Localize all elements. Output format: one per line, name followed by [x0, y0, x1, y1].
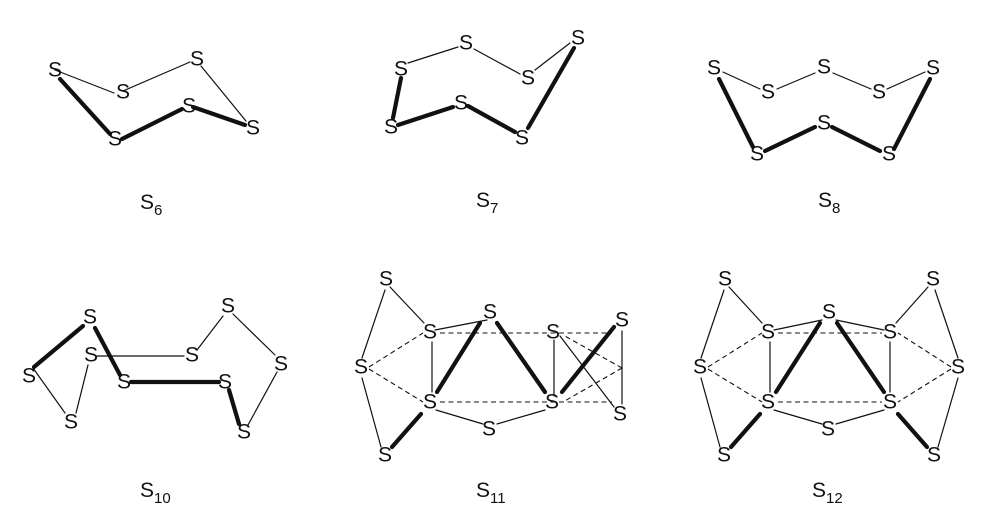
- sulfur-atom: S: [951, 356, 965, 379]
- sulfur-atom: S: [750, 143, 764, 166]
- molecule-s12: S S S S S S S S S S S S S12: [693, 268, 965, 507]
- label-subscript: 10: [154, 490, 171, 507]
- sulfur-atom: S: [48, 59, 62, 82]
- sulfur-atom: S: [84, 344, 98, 367]
- sulfur-atom: S: [459, 32, 473, 55]
- label-subscript: 11: [490, 490, 506, 507]
- sulfur-atom: S: [761, 321, 775, 344]
- sulfur-atom: S: [190, 48, 204, 71]
- sulfur-atom: S: [707, 57, 721, 80]
- sulfur-atom: S: [117, 371, 131, 394]
- sulfur-atom: S: [926, 57, 940, 80]
- bonds: [390, 42, 577, 135]
- label-subscript: 8: [832, 200, 840, 217]
- label-subscript: 12: [826, 490, 843, 507]
- sulfur-atom: S: [822, 301, 836, 324]
- bonds: [54, 61, 248, 142]
- sulfur-atom: S: [927, 444, 941, 467]
- bonds: [716, 71, 933, 154]
- molecule-label: S11: [476, 479, 506, 507]
- molecule-s6: S S S S S S S6: [48, 48, 260, 219]
- sulfur-atom: S: [108, 128, 122, 151]
- sulfur-atom: S: [454, 92, 468, 115]
- molecule-s11: S S S S S S S S S S S S11: [354, 268, 629, 507]
- atoms: S S S S S S S S: [707, 56, 940, 166]
- label-base: S: [140, 191, 154, 214]
- sulfur-atom: S: [423, 321, 437, 344]
- label-base: S: [818, 189, 832, 212]
- sulfur-atom: S: [926, 268, 940, 291]
- atoms: S S S S S S S S S S S S: [693, 268, 965, 467]
- bonds: [31, 313, 278, 427]
- sulfur-atom: S: [571, 27, 585, 50]
- sulfur-atom: S: [182, 95, 196, 118]
- sulfur-atom: S: [116, 81, 130, 104]
- sulfur-atom: S: [883, 321, 897, 344]
- sulfur-atom: S: [515, 127, 529, 150]
- sulfur-atom: S: [717, 444, 731, 467]
- sulfur-atom: S: [615, 309, 629, 332]
- molecule-label: S10: [140, 479, 171, 507]
- sulfur-atom: S: [274, 353, 288, 376]
- sulfur-atom: S: [817, 112, 831, 135]
- sulfur-atom: S: [83, 306, 97, 329]
- sulfur-atom: S: [378, 444, 392, 467]
- sulfur-atom: S: [546, 321, 560, 344]
- bonds: [361, 286, 623, 450]
- sulfur-atom: S: [693, 356, 707, 379]
- label-base: S: [476, 479, 490, 502]
- sulfur-atom: S: [761, 391, 775, 414]
- sulfur-atom: S: [185, 344, 199, 367]
- sulfur-atom: S: [761, 81, 775, 104]
- label-base: S: [476, 189, 490, 212]
- sulfur-atom: S: [22, 365, 36, 388]
- sulfur-atom: S: [521, 67, 535, 90]
- atoms: S S S S S S S S S S S: [354, 268, 629, 467]
- molecule-label: S6: [140, 191, 162, 219]
- molecule-s10: S S S S S S S S S S S10: [22, 295, 288, 507]
- sulfur-atom: S: [237, 421, 251, 444]
- sulfur-atom: S: [423, 391, 437, 414]
- label-base: S: [140, 479, 154, 502]
- molecule-label: S12: [812, 479, 843, 507]
- sulfur-atom: S: [394, 58, 408, 81]
- molecule-s8: S S S S S S S S S8: [707, 56, 940, 217]
- sulfur-atom: S: [221, 295, 235, 318]
- sulfur-atom: S: [482, 418, 496, 441]
- atoms: S S S S S S: [48, 48, 260, 151]
- sulfur-atom: S: [379, 268, 393, 291]
- sulfur-atom: S: [883, 391, 897, 414]
- sulfur-atom: S: [354, 356, 368, 379]
- sulfur-atom: S: [821, 418, 835, 441]
- sulfur-atom: S: [613, 403, 627, 426]
- atoms: S S S S S S S S S S: [22, 295, 288, 444]
- sulfur-atom: S: [483, 301, 497, 324]
- sulfur-atom: S: [64, 411, 78, 434]
- sulfur-atom: S: [384, 116, 398, 139]
- sulfur-atom: S: [817, 56, 831, 79]
- label-subscript: 6: [154, 202, 162, 219]
- bonds: [700, 286, 959, 450]
- sulfur-atom: S: [545, 391, 559, 414]
- sulfur-atom: S: [218, 371, 232, 394]
- sulfur-atom: S: [872, 81, 886, 104]
- molecule-label: S8: [818, 189, 840, 217]
- label-subscript: 7: [490, 200, 498, 217]
- atoms: S S S S S S S: [384, 27, 585, 150]
- label-base: S: [812, 479, 826, 502]
- sulfur-atom: S: [246, 117, 260, 140]
- sulfur-atom: S: [718, 268, 732, 291]
- sulfur-atom: S: [882, 143, 896, 166]
- molecule-label: S7: [476, 189, 498, 217]
- molecule-s7: S S S S S S S S7: [384, 27, 585, 217]
